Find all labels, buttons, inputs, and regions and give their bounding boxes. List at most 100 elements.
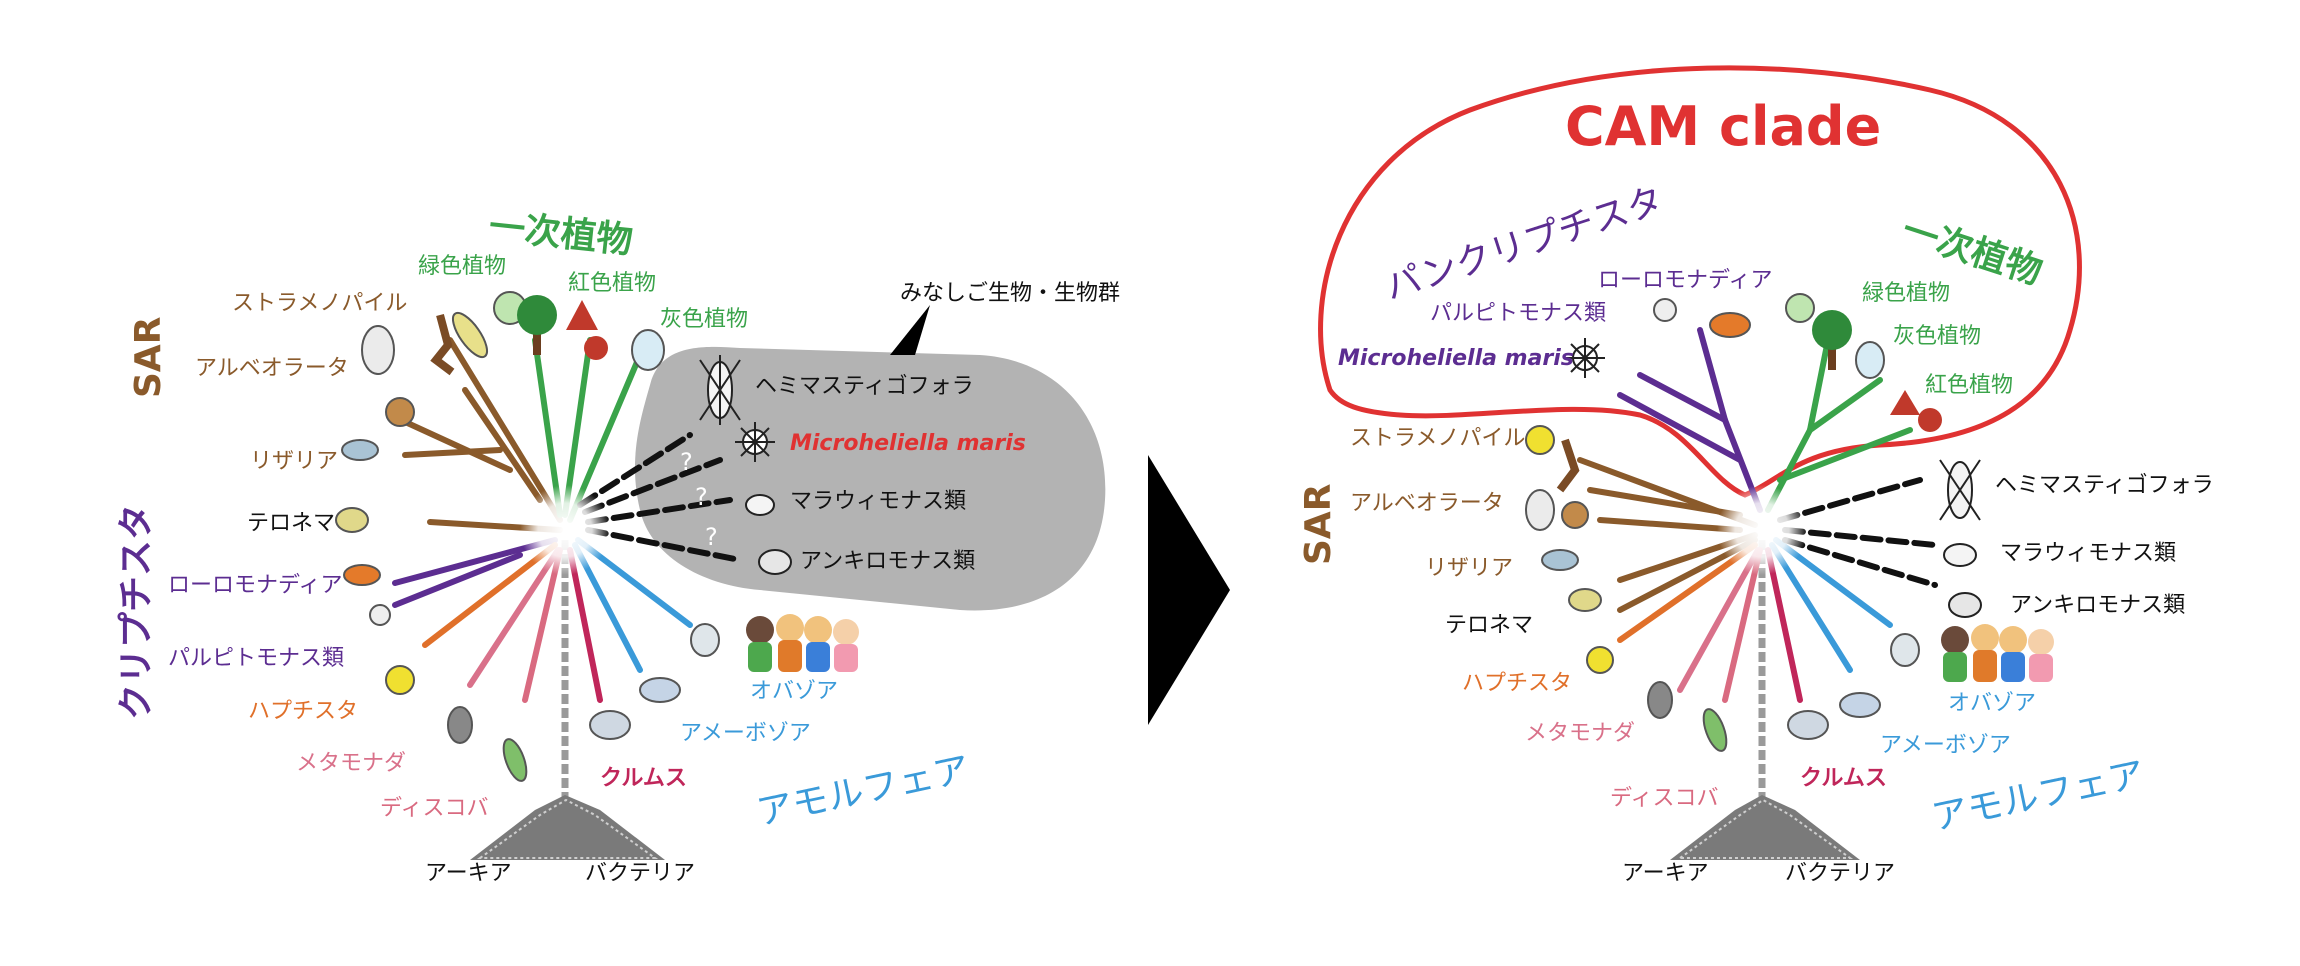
label-discoba: ディスコバ <box>380 796 488 821</box>
label-cam-clade: CAM clade <box>1565 95 1881 158</box>
metamonad-icon <box>447 706 473 744</box>
label-crumus-right: クルムス <box>1800 766 1887 791</box>
label-bacteria-right: バクテリア <box>1785 861 1895 886</box>
transition-arrow-icon <box>1148 455 1230 725</box>
label-gray-plants: 灰色植物 <box>660 307 748 332</box>
branch-discoba <box>522 547 563 703</box>
amoeba-icon <box>639 677 681 703</box>
branch-crumus-right <box>1765 547 1803 703</box>
people-icon-right <box>1941 624 2054 682</box>
label-rhodelphidia: ローロモナディア <box>168 573 342 598</box>
branch-metamonada-right <box>1677 547 1761 693</box>
tree-center-glow <box>520 485 610 575</box>
prokaryote-pile-right <box>1670 795 1860 860</box>
crumus-icon <box>589 710 631 740</box>
label-red-plants-right: 紅色植物 <box>1925 373 2013 398</box>
dinoflagellate-icon <box>385 397 415 427</box>
hemimastix-icon <box>699 355 741 425</box>
label-ancyromonads: アンキロモナス類 <box>800 549 975 574</box>
branch-metamonada <box>467 547 561 688</box>
label-ancyromonads-right: アンキロモナス類 <box>2010 593 2185 618</box>
glaucophyte-cell-icon <box>631 329 665 371</box>
label-amorphea-right: アモルフェア <box>1928 754 2148 839</box>
label-amorphea: アモルフェア <box>753 749 973 834</box>
question-mark-1: ? <box>680 448 693 476</box>
label-palpitomonas-right: パルピトモナス類 <box>1430 301 1606 326</box>
rhizarian-icon <box>341 439 379 461</box>
label-rhizaria: リザリア <box>250 449 338 474</box>
left-tree-panel: ? ? ? <box>116 206 1120 886</box>
label-microheliella: Microheliella maris <box>790 431 1026 456</box>
label-malawimonads: マラウィモナス類 <box>790 489 966 514</box>
orphan-branches <box>577 432 743 563</box>
label-bacteria: バクテリア <box>585 861 695 886</box>
label-metamonada-right: メタモナダ <box>1525 721 1635 746</box>
choanoflagellate-icon <box>690 623 720 657</box>
rhodelphis-icon <box>343 564 381 586</box>
label-amoebozoa: アメーボゾア <box>680 721 811 746</box>
branch-crumus <box>567 547 603 703</box>
label-discoba-right: ディスコバ <box>1610 786 1718 811</box>
organism-icons-right <box>1525 293 2054 752</box>
people-icon <box>746 614 859 672</box>
label-stramenopiles-right: ストラメノパイル <box>1350 426 1525 451</box>
label-alveolata-right: アルベオラータ <box>1350 491 1504 516</box>
right-tree-panel: CAM clade パンクリプチスタ 一次植物 緑色植物 灰色植物 紅色植物 ロ… <box>1298 65 2214 886</box>
diatom-icon <box>451 311 489 359</box>
label-crumus: クルムス <box>600 766 687 791</box>
label-green-plants-right: 緑色植物 <box>1862 281 1950 306</box>
label-orphans-callout: みなしご生物・生物群 <box>900 281 1120 306</box>
label-sar-right: SAR <box>1298 483 1339 565</box>
haptophyte-icon <box>385 665 415 695</box>
label-rhizaria-right: リザリア <box>1425 556 1513 581</box>
euglena-icon <box>502 738 528 782</box>
orphan-group-blob <box>634 346 1106 611</box>
pancryptista-branches <box>1617 327 1763 513</box>
label-palpitomonas: パルピトモナス類 <box>168 646 344 671</box>
prokaryote-pile <box>470 795 665 860</box>
tree-center-glow-right <box>1717 485 1807 575</box>
label-archaea: アーキア <box>425 861 512 886</box>
microheliella-icon <box>735 422 775 462</box>
question-mark-2: ? <box>695 483 708 511</box>
label-metamonada: メタモナダ <box>296 751 406 776</box>
label-green-plants: 緑色植物 <box>418 254 506 279</box>
label-telonema: テロネマ <box>247 511 335 536</box>
telonema-icon <box>335 507 369 533</box>
label-gray-plants-right: 灰色植物 <box>1893 324 1981 349</box>
red-alga-icon <box>566 300 598 330</box>
malawimonas-icon <box>745 494 775 516</box>
label-haptista: ハプチスタ <box>248 699 358 724</box>
callout-pointer <box>890 305 930 355</box>
label-crypt-big: クリプチスタ <box>116 504 157 720</box>
label-obazoa-right: オバゾア <box>1948 691 2036 716</box>
label-telonema-right: テロネマ <box>1445 613 1533 638</box>
label-alveolata: アルベオラータ <box>195 356 349 381</box>
glaucophyte-icon <box>584 336 608 360</box>
label-obazoa: オバゾア <box>750 679 838 704</box>
label-primary-plants: 一次植物 <box>487 206 635 262</box>
label-stramenopiles: ストラメノパイル <box>232 291 407 316</box>
label-haptista-right: ハプチスタ <box>1462 671 1572 696</box>
branch-discoba-right <box>1722 547 1763 703</box>
label-malawimonads-right: マラウィモナス類 <box>2000 541 2176 566</box>
question-mark-3: ? <box>705 523 718 551</box>
sar-branches <box>387 337 563 523</box>
brown-alga-icon <box>430 313 455 376</box>
cam-clade-outline <box>1318 65 2082 498</box>
palpitomonas-icon <box>369 604 391 626</box>
ancyromonas-icon <box>758 549 792 575</box>
label-microheliella-right: Microheliella maris <box>1338 346 1574 371</box>
tree-icon <box>533 320 541 355</box>
label-hemimastigophora-right: ヘミマスティゴフォラ <box>1995 473 2214 498</box>
plant-branches-right <box>1765 327 1913 513</box>
label-sar: SAR <box>128 316 169 398</box>
label-red-plants: 紅色植物 <box>568 271 656 296</box>
ciliate-icon <box>361 325 395 375</box>
label-rhodelphidia-right: ローロモナディア <box>1598 268 1772 293</box>
label-hemimastigophora: ヘミマスティゴフォラ <box>755 374 974 399</box>
label-archaea-right: アーキア <box>1622 861 1709 886</box>
organism-icons-left <box>335 291 859 782</box>
label-amoebozoa-right: アメーボゾア <box>1880 733 2011 758</box>
